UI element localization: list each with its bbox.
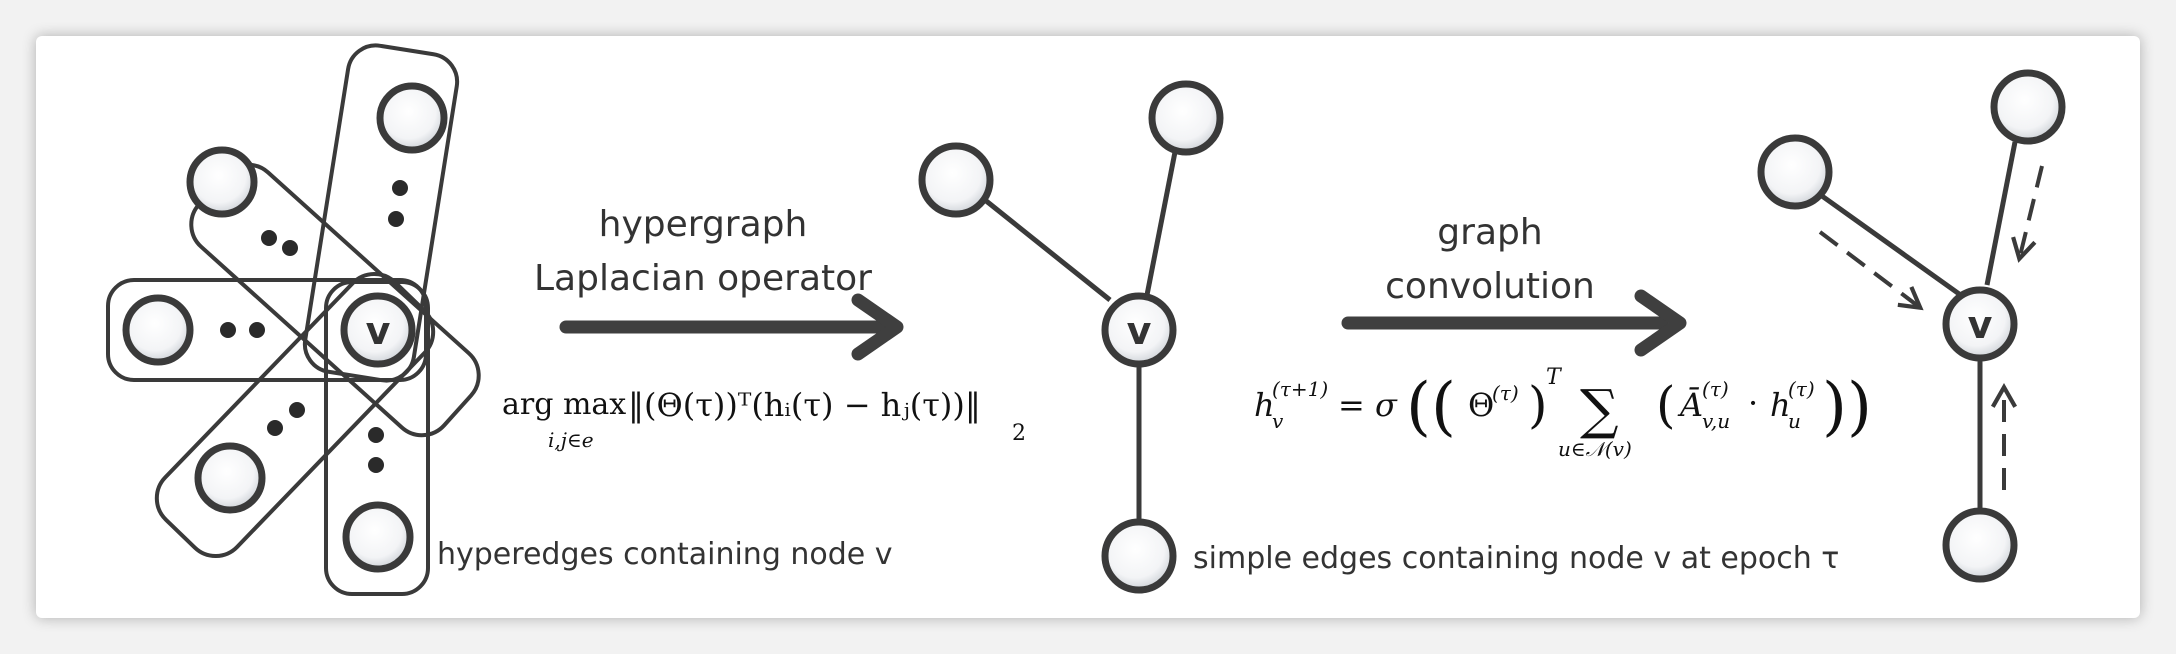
dot	[368, 427, 384, 443]
simple-edges-caption: simple edges containing node v at epoch …	[1193, 541, 1839, 576]
step2-label-line1: graph	[1437, 212, 1542, 253]
formula2-h-sup: (τ)	[1788, 377, 1815, 401]
node-v	[340, 292, 416, 368]
formula2-h-sub: u	[1788, 409, 1801, 433]
node	[376, 82, 448, 154]
step2-arrow	[1341, 289, 1687, 357]
panel2-edges	[983, 151, 1178, 520]
step1-label-line2: Laplacian operator	[534, 258, 872, 299]
formula2-paren-open: (	[1656, 376, 1676, 434]
edge	[1820, 193, 1964, 299]
formula2-A-sub: v,u	[1702, 409, 1730, 433]
step2-label-line2: convolution	[1385, 266, 1595, 307]
edge	[1144, 151, 1178, 296]
hyperedge-group	[106, 43, 481, 596]
formula2-A-sup: (τ)	[1702, 377, 1729, 401]
step1-label-line1: hypergraph	[599, 204, 808, 245]
formula1-norm-subscript: 2	[1012, 421, 1026, 446]
message-arrow	[2011, 165, 2044, 263]
formula-laplacian: arg max i,j∈e ‖(Θ(τ))ᵀ(hᵢ(τ) − hⱼ(τ))‖ 2	[502, 386, 1026, 452]
step1-arrow	[559, 293, 904, 361]
formula1-body: ‖(Θ(τ))ᵀ(hᵢ(τ) − hⱼ(τ))‖	[628, 386, 981, 424]
dot	[249, 322, 265, 338]
node-v	[1101, 292, 1177, 368]
formula2-sum-sub: u∈𝒩(v)	[1558, 437, 1632, 461]
formula2-lhs-sup: (τ+1)	[1272, 377, 1328, 401]
message-arrows	[1818, 165, 2044, 490]
formula2-eq: = σ	[1338, 386, 1398, 424]
dot	[289, 402, 305, 418]
node	[1101, 518, 1177, 594]
dot	[388, 211, 404, 227]
formula2-bigparen-right: ))	[1822, 370, 1872, 444]
hyperedges-caption: hyperedges containing node v	[437, 537, 893, 572]
formula1-operator: arg max	[502, 387, 626, 422]
message-arrow	[1818, 230, 1924, 311]
node-v-label-2: v	[1127, 309, 1152, 353]
node	[1942, 507, 2018, 583]
node	[1757, 134, 1833, 210]
hyperedge-diagonal-lower	[154, 271, 436, 559]
formula2-theta: Θ	[1468, 386, 1494, 424]
formula2-A: Ā	[1677, 386, 1703, 424]
node-v	[1942, 286, 2018, 362]
edge	[983, 198, 1112, 302]
dot	[392, 180, 408, 196]
panel1-nodes	[122, 82, 448, 573]
formula2-sum: ∑	[1580, 378, 1619, 441]
formula2-lhs-sub: v	[1272, 409, 1284, 433]
formula2-tau: (τ)	[1492, 381, 1519, 405]
formula1-subscript: i,j∈e	[548, 428, 594, 452]
ellipsis-dots	[220, 180, 408, 473]
edge	[1984, 141, 2018, 286]
formula2-h: h	[1770, 386, 1791, 424]
panel3-edges	[1820, 141, 2018, 510]
formula2-dot: ·	[1748, 384, 1758, 422]
formula2-lhs: h	[1254, 386, 1275, 424]
node-v-label: v	[366, 309, 391, 353]
hyperedge-vertical-top	[302, 43, 460, 383]
node	[342, 501, 414, 573]
node-v-label-3: v	[1968, 303, 1993, 347]
node	[186, 146, 258, 218]
panel2-nodes	[918, 80, 1224, 594]
node	[122, 294, 194, 366]
formula2-paren-close: )	[1528, 376, 1548, 434]
dot	[368, 457, 384, 473]
hyperedge-vertical-bottom	[324, 280, 430, 596]
formula2-T: T	[1546, 365, 1563, 390]
dot	[261, 230, 277, 246]
panel3-nodes	[1757, 69, 2066, 583]
node	[1148, 80, 1224, 156]
dot	[267, 420, 283, 436]
node	[1990, 69, 2066, 145]
node	[918, 142, 994, 218]
dot	[282, 240, 298, 256]
node	[194, 442, 266, 514]
formula-convolution: h v (τ+1) = σ (( Θ (τ) ) T ∑ u∈𝒩(v) ( Ā …	[1254, 365, 1872, 461]
formula2-bigparen-left: ((	[1406, 370, 1456, 444]
dot	[220, 322, 236, 338]
